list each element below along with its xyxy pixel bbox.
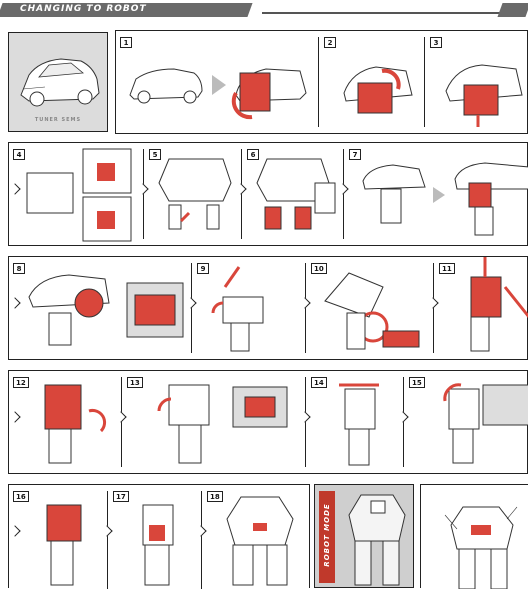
step-16-18-illustration xyxy=(9,485,311,589)
vehicle-mode-panel: TUNER SEMS xyxy=(8,32,108,132)
step-row-3: 8 9 10 11 xyxy=(8,256,528,360)
header-title: CHANGING TO ROBOT xyxy=(20,4,147,14)
step-4-7-illustration xyxy=(9,143,528,247)
section-header: CHANGING TO ROBOT xyxy=(0,0,528,20)
final-robot-illustration xyxy=(421,485,528,589)
step-12-15-illustration xyxy=(9,371,528,475)
vehicle-label: TUNER SEMS xyxy=(9,117,107,123)
step-1-illustration xyxy=(116,31,528,135)
triangle-arrow-icon xyxy=(212,75,226,95)
step-row-1: 1 2 3 xyxy=(115,30,528,134)
step-8-11-illustration xyxy=(9,257,528,361)
step-row-4: 12 13 14 15 xyxy=(8,370,528,474)
robot-illustration xyxy=(315,485,415,589)
header-end-mark xyxy=(497,3,528,17)
step-row-2: 4 5 6 7 xyxy=(8,142,528,246)
robot-mode-panel: ROBOT MODE xyxy=(314,484,414,588)
triangle-arrow-icon xyxy=(433,187,445,203)
header-rule xyxy=(262,12,512,14)
final-robot-panel xyxy=(420,484,528,588)
step-row-5: 16 17 18 xyxy=(8,484,310,588)
